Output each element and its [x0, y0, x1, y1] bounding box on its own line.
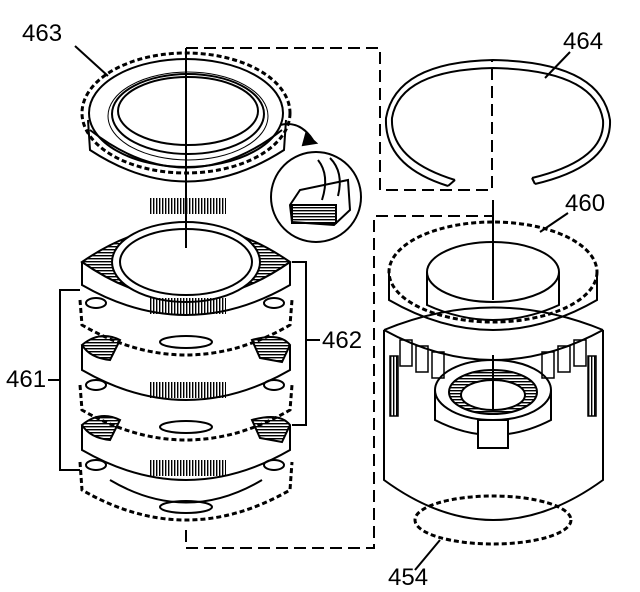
- snap-ring-464: [384, 58, 612, 187]
- callout-464: 464: [563, 28, 604, 55]
- callout-463: 463: [22, 20, 63, 47]
- leader-lines: [48, 45, 571, 571]
- callout-460: 460: [565, 190, 606, 217]
- callout-462: 462: [322, 327, 363, 354]
- callout-454: 454: [388, 564, 429, 591]
- detail-magnifier: [270, 123, 362, 243]
- callout-461: 461: [6, 366, 47, 393]
- clutch-pack: [78, 198, 294, 522]
